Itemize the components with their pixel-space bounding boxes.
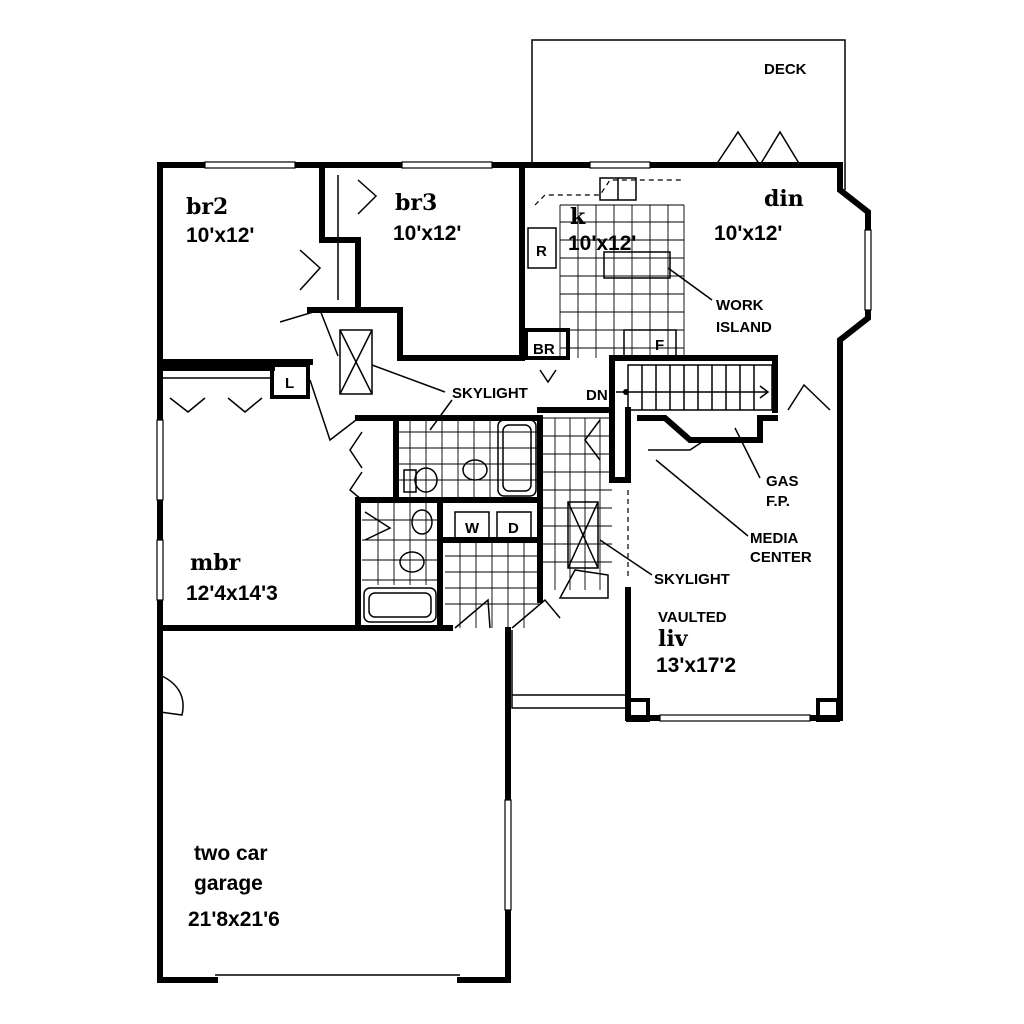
fixtures	[363, 177, 677, 623]
skylights	[339, 329, 599, 569]
washer-label: W	[465, 520, 480, 537]
dining-name: din	[764, 186, 804, 212]
br2-name: br2	[186, 194, 228, 220]
gas-fp-label-2: F.P.	[766, 493, 790, 510]
stair-down-label: DN	[586, 387, 608, 404]
work-island-label-1: WORK	[716, 297, 764, 314]
skylight-hall-label: SKYLIGHT	[452, 385, 528, 402]
garage-size: 21'8x21'6	[188, 908, 280, 931]
br3-name: br3	[395, 190, 437, 216]
broom-closet-label: BR	[533, 341, 555, 358]
living-size: 13'x17'2	[656, 654, 736, 677]
linen-closet-label: L	[285, 375, 294, 392]
freezer-label: F	[655, 337, 664, 354]
dining-size: 10'x12'	[714, 222, 782, 245]
fridge-label: R	[536, 243, 547, 260]
front-porch	[511, 630, 628, 709]
corner-posts	[626, 698, 840, 722]
work-island-label-2: ISLAND	[716, 319, 772, 336]
living-prefix: VAULTED	[658, 609, 727, 626]
stairs	[616, 364, 773, 411]
media-center-label-1: MEDIA	[750, 530, 799, 547]
windows	[156, 161, 872, 911]
doors	[159, 130, 831, 716]
br3-size: 10'x12'	[393, 222, 461, 245]
leader-lines	[371, 267, 761, 580]
br2-size: 10'x12'	[186, 224, 254, 247]
kitchen-name: k	[570, 204, 586, 230]
garage-line-1: two car	[194, 842, 268, 865]
dryer-label: D	[508, 520, 519, 537]
kitchen-floor-tiles	[534, 179, 685, 358]
gas-fp-label-1: GAS	[766, 473, 799, 490]
master-size: 12'4x14'3	[186, 582, 278, 605]
media-center-label-2: CENTER	[750, 549, 812, 566]
kitchen-size: 10'x12'	[568, 232, 636, 255]
garage-line-2: garage	[194, 872, 263, 895]
bath-floor-tiles	[362, 417, 612, 628]
skylight-bath-label: SKYLIGHT	[654, 571, 730, 588]
room-labels: DECK br2 10'x12' br3 10'x12' k 10'x12' d…	[186, 61, 812, 931]
deck-label: DECK	[764, 61, 807, 78]
master-name: mbr	[190, 550, 241, 576]
living-name: liv	[658, 626, 689, 652]
deck	[531, 39, 846, 190]
